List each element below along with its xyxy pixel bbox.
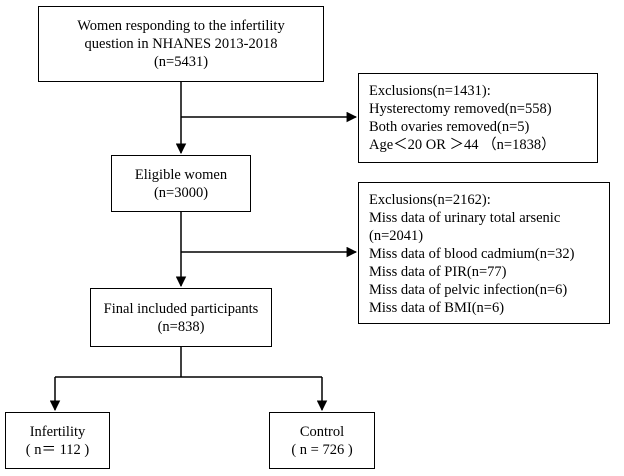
infertility-line-1: Infertility (29, 423, 86, 440)
exclusion-box-2: Exclusions(n=2162): Miss data of urinary… (358, 182, 610, 324)
source-line-3: (n=5431) (153, 54, 209, 70)
exclusion-box-1: Exclusions(n=1431): Hysterectomy removed… (358, 73, 598, 163)
final-participants-box: Final included participants (n=838) (90, 288, 272, 347)
final-line-1: Final included participants (103, 300, 259, 317)
source-line-2: question in NHANES 2013-2018 (84, 36, 278, 52)
exclusion2-line-3: (n=2041) (369, 228, 424, 244)
source-population-box: Women responding to the infertility ques… (38, 6, 324, 82)
control-box: Control ( n = 726 ) (269, 412, 375, 469)
eligible-line-1: Eligible women (134, 166, 228, 183)
eligible-women-box: Eligible women (n=3000) (111, 155, 251, 212)
infertility-box: Infertility ( n＝ 112 ) (5, 412, 110, 469)
exclusion2-line-2: Miss data of urinary total arsenic (369, 210, 561, 226)
exclusion1-line-3: Both ovaries removed(n=5) (369, 119, 530, 135)
exclusion1-line-2: Hysterectomy removed(n=558) (369, 101, 552, 117)
exclusion2-line-5: Miss data of PIR(n=77) (369, 264, 507, 280)
final-line-2: (n=838) (157, 318, 205, 335)
eligible-line-2: (n=3000) (153, 184, 209, 201)
source-line-1: Women responding to the infertility (77, 18, 285, 34)
exclusion1-line-1: Exclusions(n=1431): (369, 83, 491, 99)
infertility-line-2: ( n＝ 112 ) (25, 441, 90, 458)
exclusion2-line-4: Miss data of blood cadmium(n=32) (369, 246, 575, 262)
exclusion2-line-1: Exclusions(n=2162): (369, 192, 491, 208)
exclusion2-line-6: Miss data of pelvic infection(n=6) (369, 282, 568, 298)
control-line-2: ( n = 726 ) (291, 441, 353, 458)
exclusion2-line-7: Miss data of BMI(n=6) (369, 300, 505, 316)
control-line-1: Control (299, 423, 345, 440)
exclusion1-line-4: Age＜20 OR ＞44 （n=1838） (369, 137, 556, 153)
